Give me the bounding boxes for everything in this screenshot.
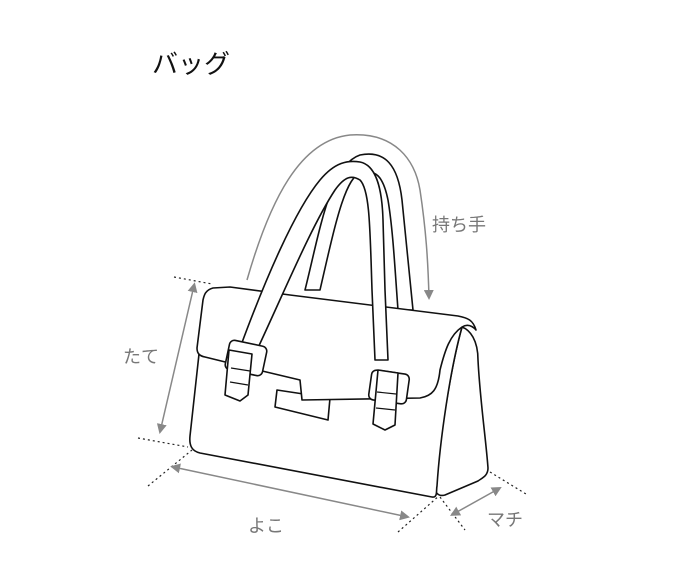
width-measure-arrow: [170, 463, 410, 521]
height-label: たて: [123, 347, 159, 368]
handle-label: 持ち手: [432, 215, 486, 236]
front-handle: [239, 160, 389, 361]
depth-measure-arrow: [450, 487, 502, 516]
depth-label: マチ: [487, 510, 523, 531]
width-label: よこ: [248, 516, 284, 537]
left-strap-end: [224, 349, 253, 402]
right-strap-end: [372, 369, 399, 431]
height-measure-arrow: [156, 282, 198, 434]
diagram-title: バッグ: [152, 50, 231, 80]
handle-measure-arrow: [246, 134, 434, 300]
